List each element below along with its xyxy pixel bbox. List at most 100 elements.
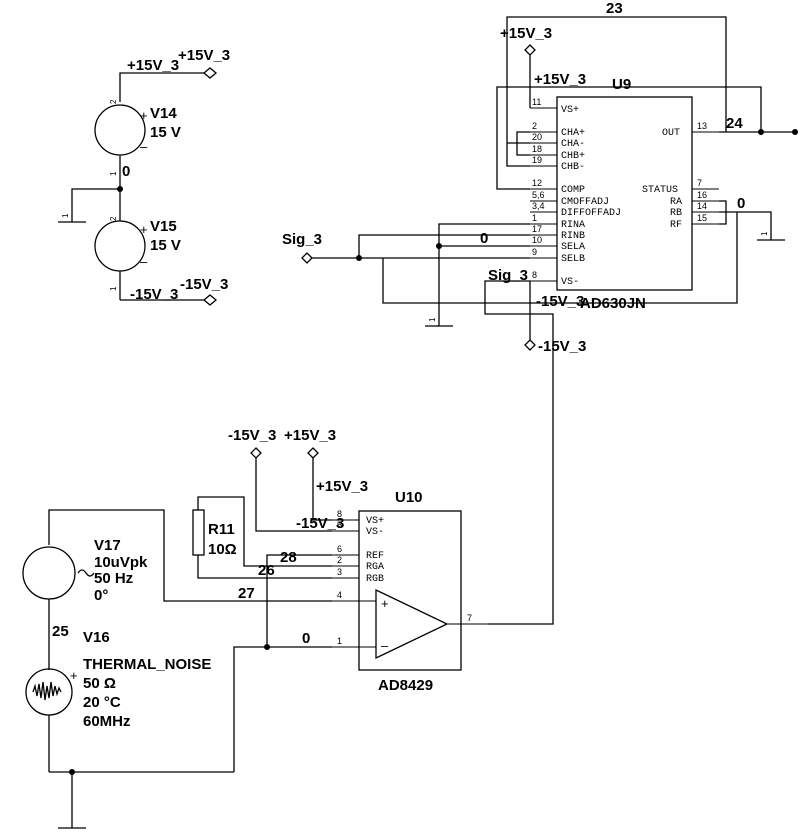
v17-ac-source-symbol[interactable]	[22, 546, 76, 600]
v17-ref: V17	[94, 537, 121, 554]
v16-ref: V16	[83, 629, 110, 646]
v14-minus: –	[140, 139, 148, 154]
port-n15-u10[interactable]	[250, 447, 262, 459]
output-terminal[interactable]	[792, 129, 798, 135]
port-p15-left[interactable]	[202, 67, 218, 79]
port-label-n15-left: -15V_3	[180, 276, 228, 293]
u9-pin-name-status: STATUS	[642, 185, 678, 196]
u10-pin-num-6: 6	[337, 544, 342, 554]
wire-sig-rinb	[358, 234, 530, 258]
port-label-p15-u10: +15V_3	[284, 427, 336, 444]
v14-pin1: 1	[109, 171, 118, 176]
v14-plus: +	[140, 108, 148, 123]
u10-plus: +	[381, 596, 389, 611]
net-label-p15-left: +15V_3	[127, 57, 179, 74]
u9-pin-num-7: 7	[697, 178, 702, 188]
u9-pin-name-rf: RF	[670, 220, 682, 231]
u9-pin-num-11: 11	[532, 97, 541, 107]
sine-icon	[77, 569, 95, 577]
u10-pin-num-7: 7	[467, 613, 472, 623]
wire-p15-left	[119, 72, 204, 102]
u10-pin-num-8: 8	[337, 509, 342, 519]
u9-pin-num-8: 8	[532, 270, 537, 280]
v17-phase: 0°	[94, 587, 108, 604]
wire-sig-u10-out	[484, 280, 554, 618]
net-label-24: 24	[726, 115, 743, 132]
u9-pin-name-selb: SELB	[561, 254, 585, 265]
supply-section: +15V_3 +15V_3 + – 2 1 V14 15 V 1 0 + – 2…	[58, 47, 230, 306]
port-n15-u9[interactable]	[524, 339, 536, 351]
port-p15-u10[interactable]	[307, 447, 319, 459]
wire-r11-rgb	[197, 555, 332, 579]
u10-minus: –	[381, 638, 389, 653]
u10-pin-name-ref: REF	[366, 551, 384, 562]
net-label-25: 25	[52, 623, 69, 640]
net-label-28: 28	[280, 549, 297, 566]
u10-part: AD8429	[378, 677, 433, 694]
u9-ref: U9	[612, 76, 631, 93]
v15-plus: +	[140, 222, 148, 237]
u9-pin-num-12: 12	[532, 178, 542, 188]
u9-pin-num-13: 13	[697, 121, 707, 131]
v16-temp: 20 °C	[83, 694, 121, 711]
u9-pin-num-16: 16	[697, 190, 707, 200]
u9-section: U9 AD630JN 11 2 20 18 19 12 5,6 3,4 1	[282, 0, 798, 618]
u9-pin-name-chbm: CHB-	[561, 162, 585, 173]
v14-ref: V14	[150, 105, 177, 122]
net-label-0-u10: 0	[302, 630, 310, 647]
u10-pin-name-rga: RGA	[366, 562, 384, 573]
v15-dc-source-symbol[interactable]	[94, 220, 146, 272]
wire-net-27	[48, 509, 332, 602]
u9-pin-name-comp: COMP	[561, 185, 585, 196]
port-sig[interactable]	[301, 252, 313, 264]
port-n15-left[interactable]	[202, 294, 218, 306]
wire-net-28	[266, 554, 332, 647]
port-label-sig: Sig_3	[282, 231, 322, 248]
wire-rina-gnd	[438, 223, 530, 326]
port-label-p15-u9: +15V_3	[500, 25, 552, 42]
u9-pin-name-rb: RB	[670, 208, 682, 219]
net-label-0-u9-left: 0	[480, 230, 488, 247]
wire-supply-gnd	[71, 188, 120, 222]
u9-body[interactable]	[556, 96, 693, 291]
u9-pin-name-vsm: VS-	[561, 277, 579, 288]
u10-pin-name-rgb: RGB	[366, 574, 384, 585]
u10-amp-triangle	[375, 588, 449, 660]
v16-noise-source-symbol[interactable]	[25, 668, 73, 716]
v14-pin2: 2	[109, 99, 118, 104]
net-label-n15-u9: -15V_3	[536, 293, 584, 310]
wire-n15-u10	[255, 458, 332, 532]
v16-type: THERMAL_NOISE	[83, 656, 211, 673]
u10-ref: U10	[395, 489, 423, 506]
wire-r11-rga	[197, 496, 332, 567]
u9-pin-name-out: OUT	[662, 128, 680, 139]
u10-pin-num-2: 2	[337, 555, 342, 565]
u9-pin-name-vsp: VS+	[561, 105, 579, 116]
port-label-p15-left: +15V_3	[178, 47, 230, 64]
net-label-p15-u10: +15V_3	[316, 478, 368, 495]
u9-pin-num-14: 14	[697, 201, 707, 211]
u9-pin-name-cmoffadj: CMOFFADJ	[561, 197, 609, 208]
wire-comp	[496, 86, 762, 190]
u9-pin-num-15: 15	[697, 213, 707, 223]
v16-bw: 60MHz	[83, 713, 131, 730]
u10-body[interactable]	[358, 510, 462, 671]
v15-pin2: 2	[109, 216, 118, 221]
v15-pin1: 1	[109, 286, 118, 291]
u9-pin-name-diffoffadj: DIFFOFFADJ	[561, 208, 621, 219]
u10-pin-num-3: 3	[337, 567, 342, 577]
u9-pin-name-sela: SELA	[561, 242, 585, 253]
u9-pin-num-18: 18	[532, 144, 542, 154]
wire-p15-u10	[312, 458, 332, 521]
source-section: V17 10uVpk 50 Hz 0° 25 + V16 THERMAL_NOI…	[22, 537, 234, 829]
v14-dc-source-symbol[interactable]	[94, 104, 146, 156]
net-label-n15-u10: -15V_3	[296, 515, 344, 532]
gnd-pin-u9-right: 1	[760, 231, 769, 236]
u10-pin-name-vsp: VS+	[366, 516, 384, 527]
u10-pin-name-vsm: VS-	[366, 527, 384, 538]
r11-resistor-body[interactable]	[192, 509, 205, 556]
port-p15-u9[interactable]	[524, 44, 536, 56]
v17-amp: 10uVpk	[94, 554, 148, 571]
u9-pin-name-rina: RINA	[561, 220, 585, 231]
v16-res: 50 Ω	[83, 675, 116, 692]
